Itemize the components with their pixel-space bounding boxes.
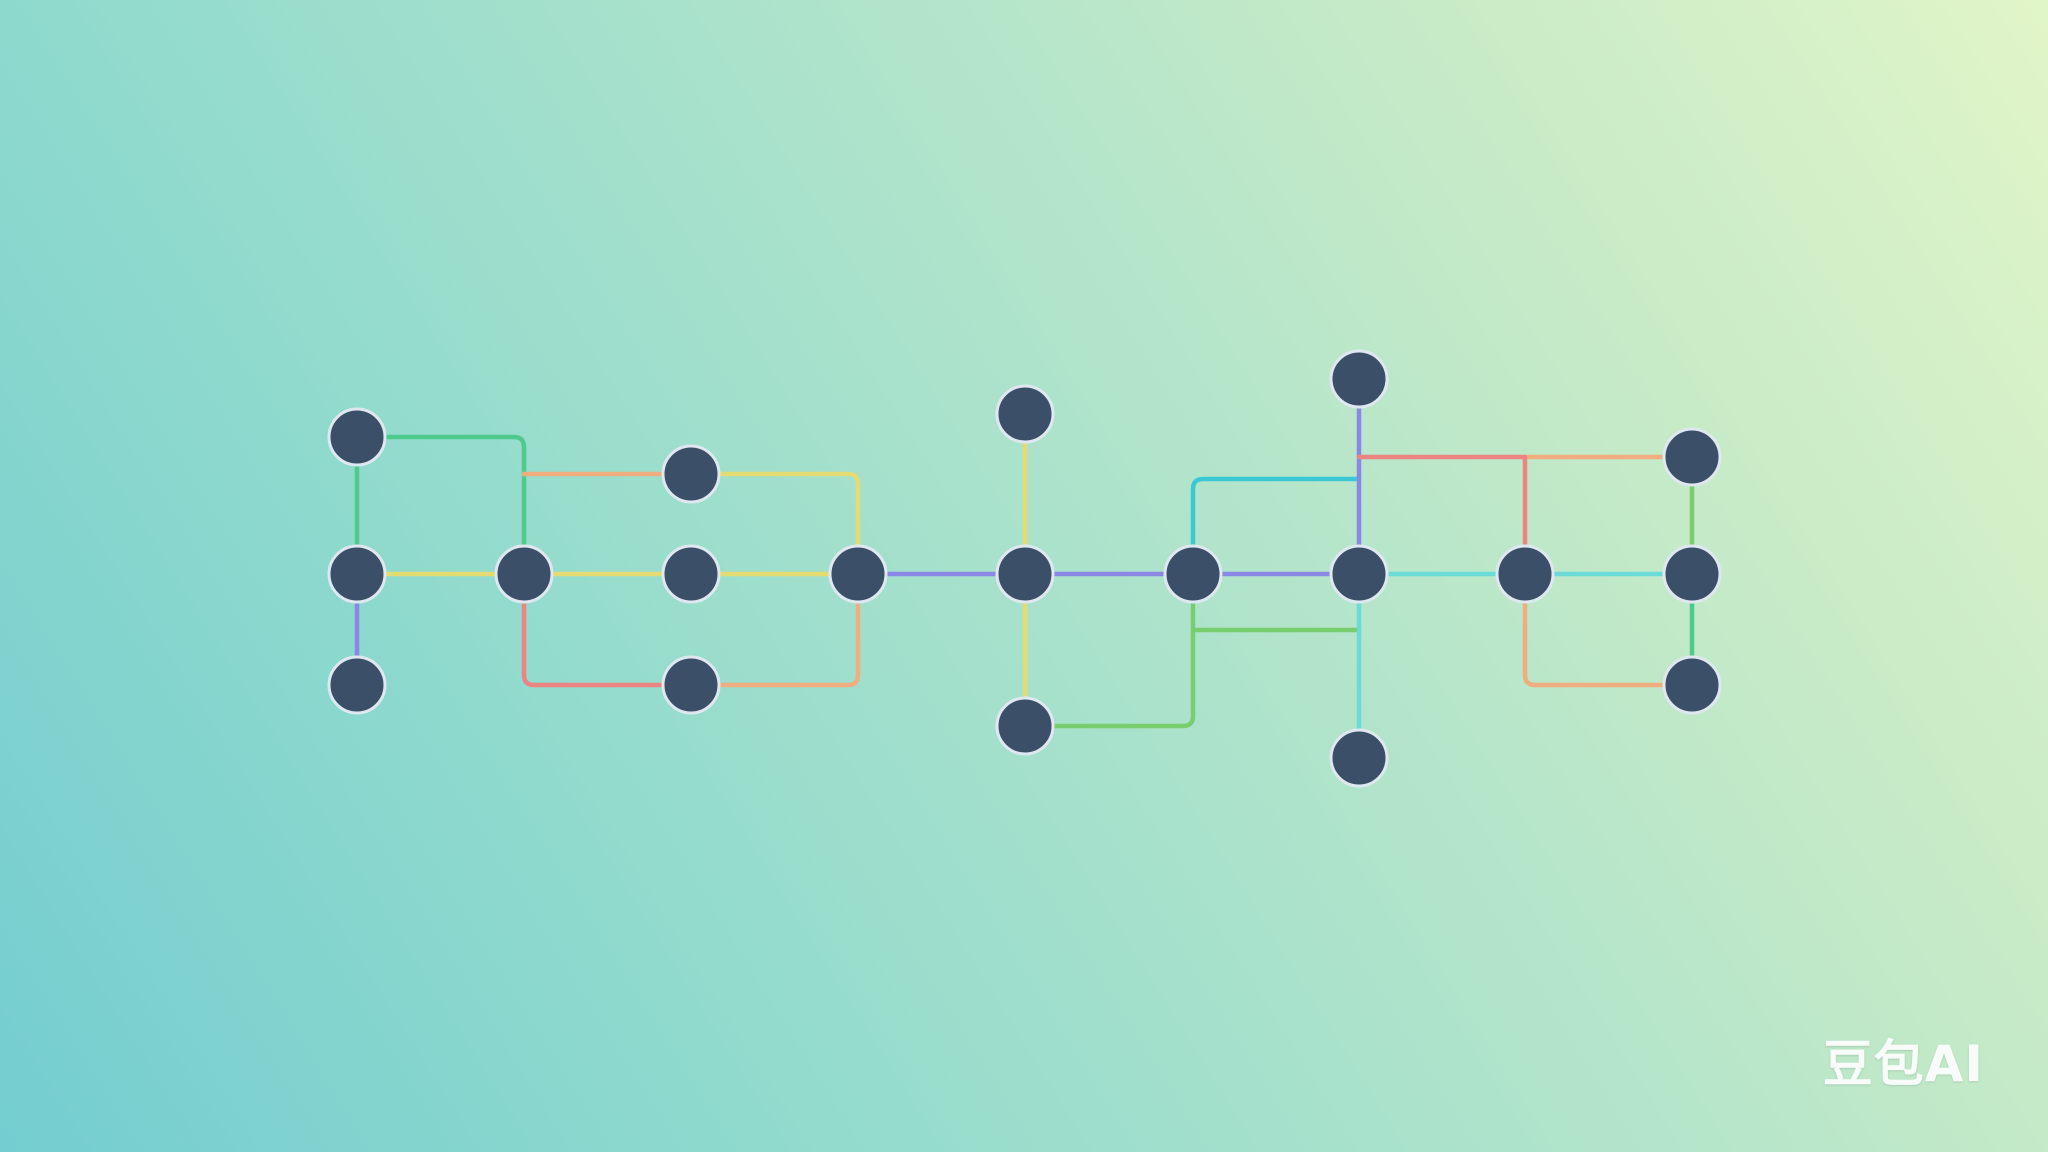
node-10 bbox=[995, 544, 1055, 604]
node-15 bbox=[1329, 728, 1389, 788]
edge-cyan-13 bbox=[1190, 476, 1362, 577]
node-11 bbox=[995, 696, 1055, 756]
node-7 bbox=[661, 655, 721, 715]
edge-orange-8 bbox=[688, 571, 861, 688]
node-14 bbox=[1329, 544, 1389, 604]
node-9 bbox=[995, 384, 1055, 444]
node-4 bbox=[494, 544, 554, 604]
edge-yellow-6 bbox=[688, 471, 861, 577]
node-6 bbox=[661, 544, 721, 604]
node-3 bbox=[327, 655, 387, 715]
edge-lime-11 bbox=[1022, 571, 1196, 729]
node-19 bbox=[1662, 655, 1722, 715]
node-16 bbox=[1495, 544, 1555, 604]
node-8 bbox=[828, 544, 888, 604]
node-17 bbox=[1662, 427, 1722, 487]
edge-orange-20 bbox=[1522, 571, 1695, 688]
node-2 bbox=[327, 544, 387, 604]
node-13 bbox=[1329, 349, 1389, 409]
node-1 bbox=[327, 407, 387, 467]
node-12 bbox=[1163, 544, 1223, 604]
node-5 bbox=[661, 444, 721, 504]
edge-red-7 bbox=[521, 571, 694, 688]
node-layer bbox=[327, 349, 1722, 788]
node-18 bbox=[1662, 544, 1722, 604]
watermark-logo: 豆包AI bbox=[1822, 1035, 1984, 1093]
edge-layer bbox=[354, 376, 1695, 761]
edge-green-3 bbox=[354, 434, 527, 577]
